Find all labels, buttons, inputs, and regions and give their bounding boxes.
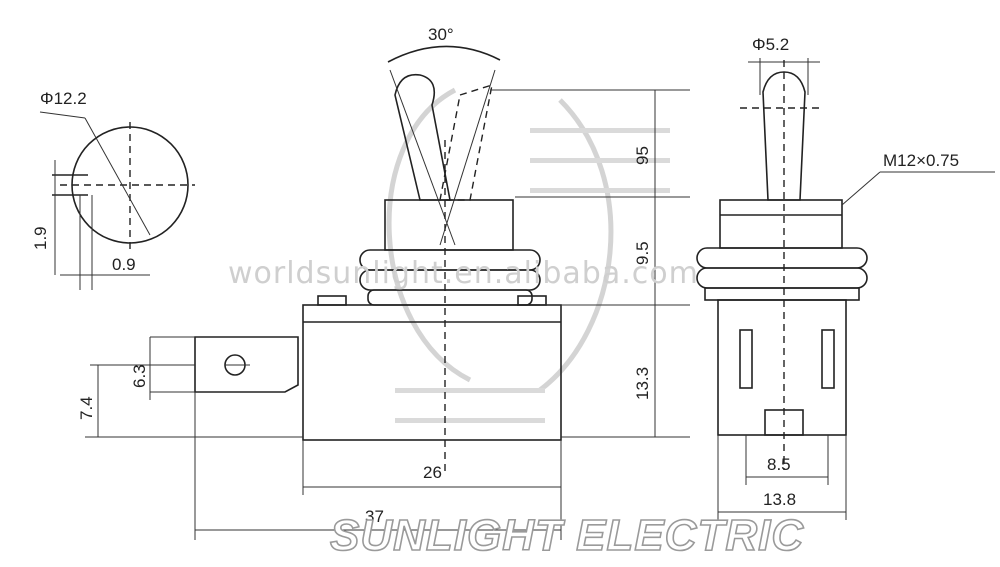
- terminal-spacing-label: 8.5: [767, 455, 791, 474]
- body-length-label: 26: [423, 463, 442, 482]
- side-view: [696, 58, 995, 520]
- tab-height-label: 6.3: [130, 364, 149, 388]
- front-view: [85, 45, 690, 540]
- top-angle-label: 30°: [428, 25, 454, 44]
- lever-height-label: 95: [633, 146, 652, 165]
- head-detail-view: [39, 111, 195, 290]
- bushing-height-label: 9.5: [633, 241, 652, 265]
- head-diameter-label: Φ12.2: [40, 89, 87, 108]
- watermark-url: worldsunlight.en.alibaba.com: [228, 256, 699, 291]
- brand-watermark: SUNLIGHT ELECTRIC: [330, 511, 804, 560]
- terminal-offset-label: 0.9: [112, 255, 136, 274]
- lever-diameter-label: Φ5.2: [752, 35, 789, 54]
- body-height-label: 13.3: [633, 367, 652, 400]
- body-width-label: 13.8: [763, 490, 796, 509]
- thread-label: M12×0.75: [883, 151, 959, 170]
- watermark-logo: [386, 87, 670, 423]
- overall-length-label: 37: [365, 507, 384, 526]
- terminal-width-label: 1.9: [31, 226, 50, 250]
- tab-offset-label: 7.4: [77, 396, 96, 420]
